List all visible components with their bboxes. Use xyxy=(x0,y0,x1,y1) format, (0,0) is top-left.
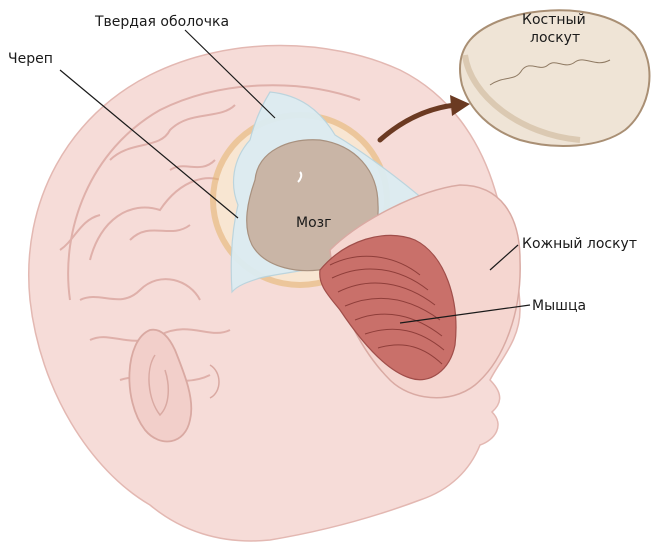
label-brain: Мозг xyxy=(296,215,331,231)
label-dura: Твердая оболочка xyxy=(94,14,229,30)
label-skin-flap: Кожный лоскут xyxy=(522,236,637,252)
label-muscle: Мышца xyxy=(532,298,586,314)
label-skull: Череп xyxy=(8,51,53,67)
label-bone-flap-1: Костный xyxy=(522,12,586,28)
label-bone-flap-2: лоскут xyxy=(530,30,580,46)
